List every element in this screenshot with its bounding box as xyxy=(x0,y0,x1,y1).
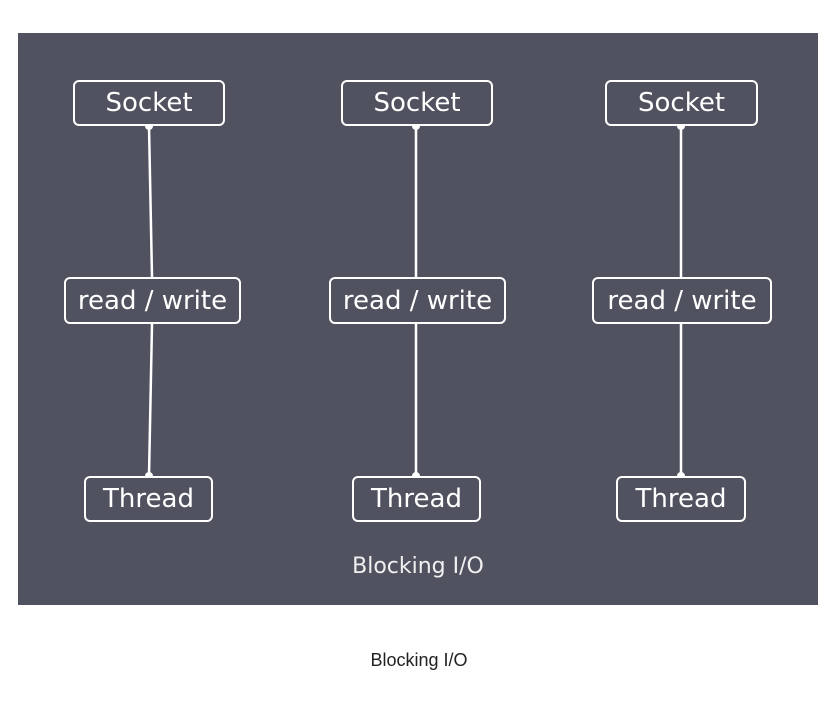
diagram-panel: Socket read / write Thread Socket read /… xyxy=(18,33,818,605)
read-write-node-1: read / write xyxy=(64,277,241,324)
connector-socket-io-1 xyxy=(147,125,154,278)
thread-node-2: Thread xyxy=(352,476,481,522)
read-write-node-3: read / write xyxy=(592,277,772,324)
socket-node-1: Socket xyxy=(73,80,225,126)
thread-node-3: Thread xyxy=(616,476,746,522)
panel-caption: Blocking I/O xyxy=(352,554,484,579)
thread-node-1: Thread xyxy=(84,476,213,522)
socket-node-2: Socket xyxy=(341,80,493,126)
figure-caption: Blocking I/O xyxy=(370,650,468,670)
socket-node-3: Socket xyxy=(605,80,758,126)
connector-io-thread-1 xyxy=(147,323,154,477)
read-write-node-2: read / write xyxy=(329,277,506,324)
